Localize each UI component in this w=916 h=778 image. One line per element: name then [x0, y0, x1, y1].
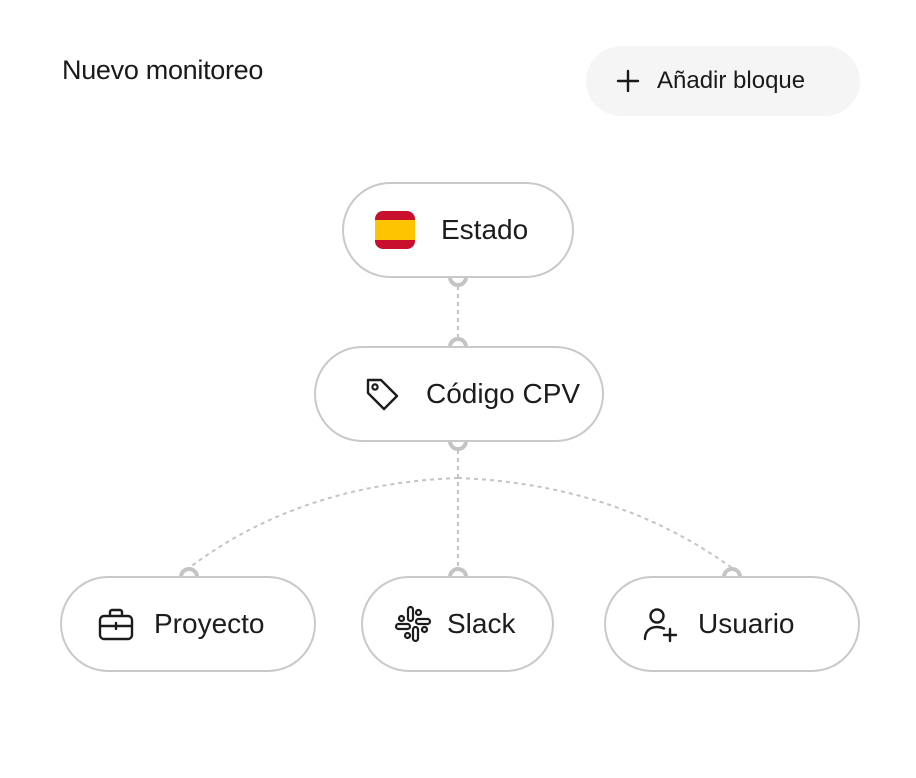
- add-block-button[interactable]: Añadir bloque: [586, 46, 860, 116]
- spain-flag-icon: [374, 209, 416, 251]
- node-label: Código CPV: [426, 378, 581, 409]
- tag-icon: [362, 374, 402, 414]
- page-title: Nuevo monitoreo: [62, 55, 264, 85]
- node-usuario[interactable]: Usuario: [604, 576, 860, 672]
- node-label: Usuario: [698, 608, 795, 639]
- node-label: Proyecto: [154, 608, 265, 639]
- briefcase-icon: [96, 604, 136, 644]
- add-user-icon: [640, 604, 680, 644]
- node-label: Slack: [447, 608, 516, 639]
- slack-icon: [393, 604, 433, 644]
- edge-cpv-proyecto: [188, 477, 459, 569]
- node-proyecto[interactable]: Proyecto: [60, 576, 316, 672]
- node-slack[interactable]: Slack: [361, 576, 554, 672]
- node-estado[interactable]: Estado: [342, 182, 574, 278]
- node-label: Estado: [441, 214, 529, 245]
- edge-cpv-usuario: [457, 477, 733, 569]
- node-codigo-cpv[interactable]: Código CPV: [314, 346, 604, 442]
- plus-icon: [614, 67, 642, 95]
- add-block-label: Añadir bloque: [657, 67, 806, 94]
